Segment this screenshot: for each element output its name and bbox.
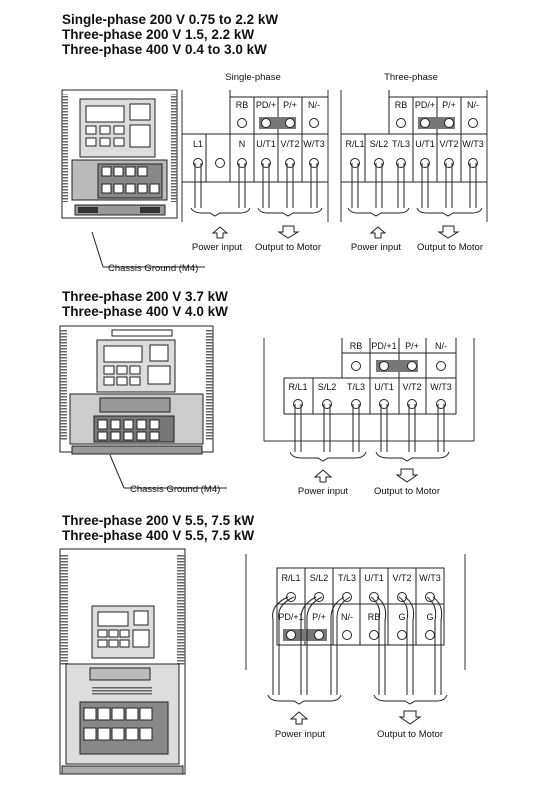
section3-title-line: Three-phase 400 V 5.5, 7.5 kW bbox=[62, 528, 255, 543]
terminal-label: S/L2 bbox=[318, 382, 337, 392]
output-to-motor-label-1b: Output to Motor bbox=[417, 242, 483, 253]
power-input-label-1b: Power input bbox=[351, 242, 402, 253]
terminal-label: P/+ bbox=[283, 100, 297, 110]
section3-title: Three-phase 200 V 5.5, 7.5 kW Three-phas… bbox=[62, 513, 254, 543]
output-to-motor-label-2: Output to Motor bbox=[374, 486, 440, 497]
terminal-label: N/- bbox=[341, 612, 353, 622]
terminal-label: RB bbox=[350, 341, 363, 351]
terminal-label: RB bbox=[236, 100, 249, 110]
terminal-label: PD/+1 bbox=[371, 341, 396, 351]
terminal-label: R/L1 bbox=[345, 139, 364, 149]
terminal-label: PD/+1 bbox=[278, 612, 303, 622]
section2-title-line: Three-phase 400 V 4.0 kW bbox=[62, 304, 228, 319]
power-input-label-3: Power input bbox=[275, 729, 326, 740]
single-phase-label: Single-phase bbox=[225, 72, 280, 83]
terminal-label: P/+ bbox=[442, 100, 456, 110]
output-to-motor-label-3: Output to Motor bbox=[377, 729, 443, 740]
terminal-label: U/T1 bbox=[415, 139, 435, 149]
terminal-label: G bbox=[426, 612, 433, 622]
inverter-illustration-1 bbox=[61, 89, 178, 219]
terminal-label: PD/+ bbox=[415, 100, 435, 110]
terminal-label: RB bbox=[395, 100, 408, 110]
terminal-label: P/+ bbox=[405, 341, 419, 351]
terminal-label: RB bbox=[368, 612, 381, 622]
chassis-ground-label-2: Chassis Ground (M4) bbox=[130, 484, 220, 495]
terminal-label: N/- bbox=[435, 341, 447, 351]
terminal-label: V/T2 bbox=[392, 573, 411, 583]
chassis-ground-label-1: Chassis Ground (M4) bbox=[108, 263, 198, 274]
terminal-label: N/- bbox=[467, 100, 479, 110]
terminal-label: N bbox=[239, 139, 246, 149]
section2-title: Three-phase 200 V 3.7 kW Three-phase 400… bbox=[62, 289, 228, 319]
inverter-illustration-3 bbox=[59, 548, 186, 775]
terminal-label: T/L3 bbox=[338, 573, 356, 583]
terminal-label: L1 bbox=[193, 139, 203, 149]
terminal-label: S/L2 bbox=[310, 573, 329, 583]
section1-title: Single-phase 200 V 0.75 to 2.2 kW Three-… bbox=[62, 12, 278, 57]
terminal-label: W/T3 bbox=[303, 139, 325, 149]
three-phase-label: Three-phase bbox=[384, 72, 438, 83]
terminal-label: T/L3 bbox=[392, 139, 410, 149]
terminal-label: PD/+ bbox=[256, 100, 276, 110]
section1-title-line: Three-phase 200 V 1.5, 2.2 kW bbox=[62, 27, 255, 42]
section1-title-line: Three-phase 400 V 0.4 to 3.0 kW bbox=[62, 42, 267, 57]
section3-title-line: Three-phase 200 V 5.5, 7.5 kW bbox=[62, 513, 255, 528]
power-input-label-1a: Power input bbox=[192, 242, 243, 253]
terminal-label: R/L1 bbox=[281, 573, 300, 583]
output-to-motor-label-1a: Output to Motor bbox=[255, 242, 321, 253]
terminal-label: W/T3 bbox=[430, 382, 452, 392]
section2-title-line: Three-phase 200 V 3.7 kW bbox=[62, 289, 228, 304]
terminal-label: U/T1 bbox=[364, 573, 384, 583]
terminal-label: R/L1 bbox=[288, 382, 307, 392]
terminal-label: V/T2 bbox=[402, 382, 421, 392]
terminal-label: P/+ bbox=[312, 612, 326, 622]
terminal-label: U/T1 bbox=[374, 382, 394, 392]
terminal-label: V/T2 bbox=[439, 139, 458, 149]
terminal-label: S/L2 bbox=[370, 139, 389, 149]
terminal-label: W/T3 bbox=[419, 573, 441, 583]
terminal-label: T/L3 bbox=[347, 382, 365, 392]
section1-title-line: Single-phase 200 V 0.75 to 2.2 kW bbox=[62, 12, 279, 27]
terminal-label: N/- bbox=[308, 100, 320, 110]
terminal-label: W/T3 bbox=[462, 139, 484, 149]
terminal-label: U/T1 bbox=[256, 139, 276, 149]
terminal-label: G bbox=[398, 612, 405, 622]
terminal-label: V/T2 bbox=[280, 139, 299, 149]
inverter-illustration-2 bbox=[59, 325, 214, 455]
power-input-label-2: Power input bbox=[298, 486, 349, 497]
